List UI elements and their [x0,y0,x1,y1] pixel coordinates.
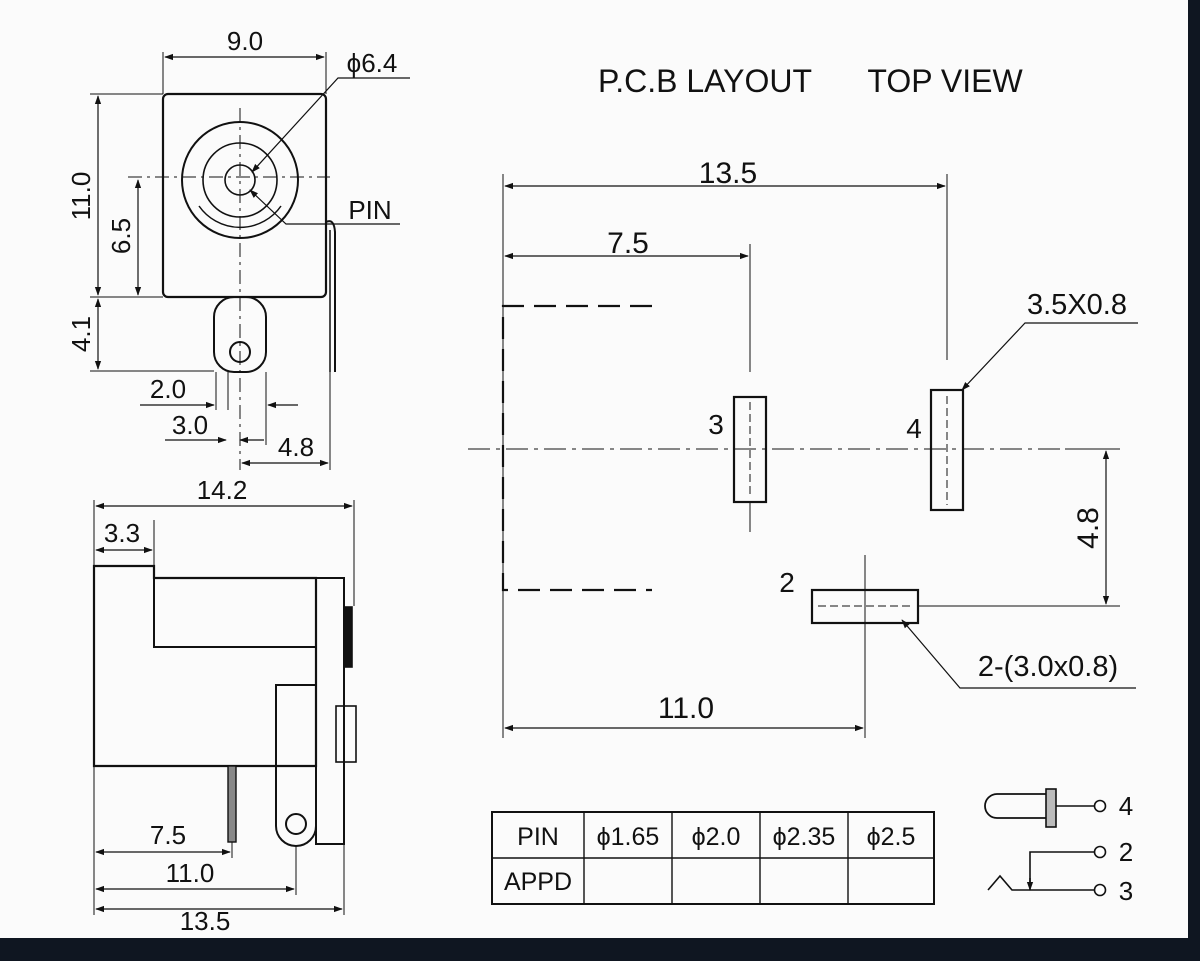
side-dim-13-5: 13.5 [180,906,231,936]
side-view [92,500,357,915]
pcb-layout-title: P.C.B LAYOUT [598,63,812,99]
pcb-dim-4-8: 4.8 [1072,507,1105,549]
front-width-dim: 9.0 [227,26,263,56]
pin-tab-front [213,296,267,373]
pcb-dim-7-5: 7.5 [607,227,649,260]
pad-3-label: 3 [708,409,724,440]
pin-tab-side-hole [285,813,307,835]
jack-sleeve-symbol [984,793,1048,819]
front-view [90,52,410,470]
pad-3 [732,395,768,504]
pin-tab-hole [229,341,251,363]
pad-size-3-4-label: 3.5X0.8 [1027,289,1127,321]
table-row-appd: APPD [504,868,572,896]
schematic-pin-2: 2 [1119,837,1133,867]
front-lip-dim: 3.3 [104,518,140,548]
table-col-4: ϕ2.5 [867,823,916,851]
pad-2-label: 2 [779,567,795,598]
side-dim-7-5: 7.5 [150,820,186,850]
dim-2-0: 2.0 [150,374,186,404]
pad-4 [929,388,965,512]
dim-4-8-front: 4.8 [278,432,314,462]
body-step [153,578,316,648]
pad-2 [810,588,920,625]
center-height-dim: 6.5 [106,218,136,254]
schematic-pin-4: 4 [1119,791,1133,821]
schematic-pin-3: 3 [1119,876,1133,906]
pcb-dim-11-0: 11.0 [658,692,714,725]
pin-tab-side [275,684,317,847]
side-pin-front [325,220,336,372]
paper [0,0,1188,938]
table-header-pin: PIN [517,823,559,851]
table-col-1: ϕ1.65 [597,823,660,851]
table-col-3: ϕ2.35 [773,823,836,851]
top-view-title: TOP VIEW [867,63,1023,99]
pcb-dim-13-5: 13.5 [699,157,757,190]
overall-length-dim: 14.2 [197,475,248,505]
pin-length-dim: 4.1 [66,316,96,352]
dim-3-0: 3.0 [172,410,208,440]
plate-detail-top [343,606,353,668]
thin-pin-side [227,765,237,843]
bore-diameter-dim: ϕ6.4 [347,48,398,78]
pin-callout-label: PIN [348,195,391,225]
side-dim-11-0: 11.0 [166,858,215,888]
front-height-dim: 11.0 [66,172,96,221]
pad-4-label: 4 [906,413,922,444]
pcb-layout [468,174,1138,738]
table-col-2: ϕ2.0 [692,823,741,851]
pad-size-2-label: 2-(3.0x0.8) [978,651,1118,683]
plate-tab [335,705,357,763]
pin-table [491,811,935,905]
schematic-symbol [984,788,1107,897]
